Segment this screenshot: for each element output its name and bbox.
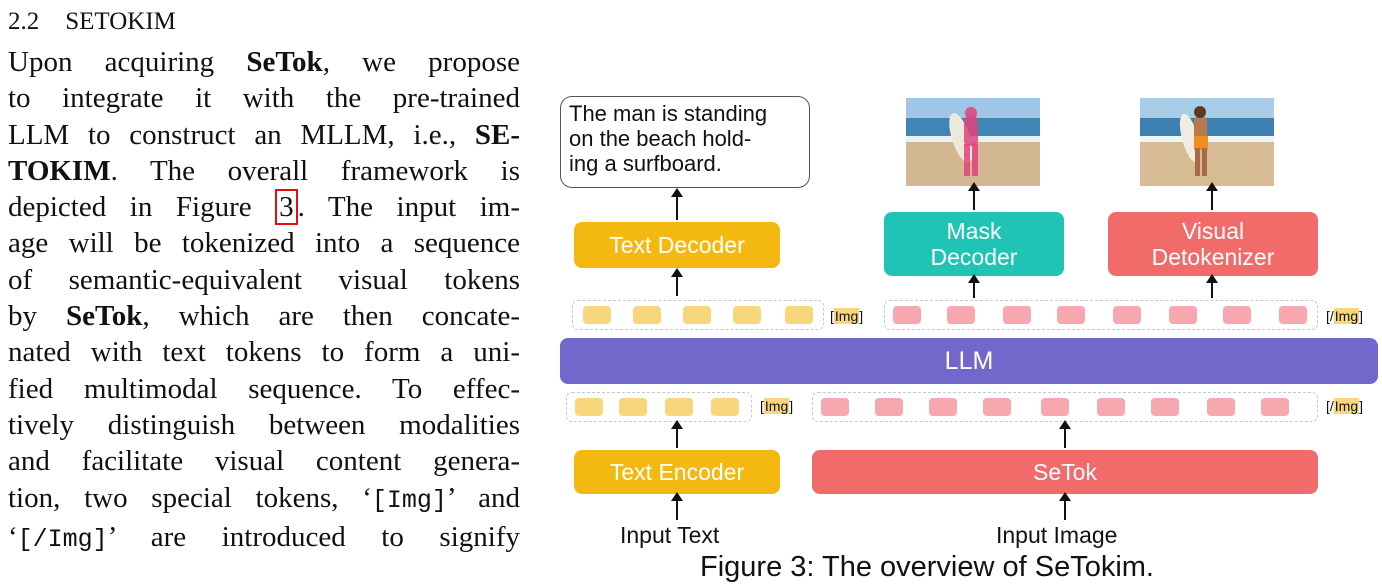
arrow-up-icon <box>671 268 683 296</box>
visual-token <box>1169 306 1197 324</box>
visual-token <box>1207 398 1235 416</box>
arrow-up-icon <box>1206 274 1218 298</box>
beach-photo-mask <box>906 98 1040 186</box>
arrow-up-icon <box>671 492 683 520</box>
visual-token <box>1097 398 1125 416</box>
text-token <box>619 398 647 416</box>
body-paragraph: Upon acquiring SeTok, we propose to inte… <box>8 46 521 554</box>
visual-token <box>893 306 921 324</box>
beach-photo-detokenized <box>1140 98 1274 186</box>
text-token <box>583 306 611 324</box>
visual-token <box>983 398 1011 416</box>
visual-token <box>875 398 903 416</box>
section-number: 2.2 <box>8 8 40 35</box>
input-visual-tokens <box>812 392 1318 422</box>
input-text-label: Input Text <box>620 522 720 548</box>
visual-token <box>1223 306 1251 324</box>
output-text-box: The man is standing on the beach hold- i… <box>560 96 810 188</box>
visual-token <box>1003 306 1031 324</box>
arrow-up-icon <box>1206 182 1218 210</box>
arrow-up-icon <box>671 188 683 220</box>
visual-token <box>1151 398 1179 416</box>
visual-token <box>1113 306 1141 324</box>
text-token <box>711 398 739 416</box>
visual-token <box>821 398 849 416</box>
arrow-up-icon <box>1059 492 1071 520</box>
setok-term: SeTok <box>246 46 323 78</box>
text-token <box>665 398 693 416</box>
visual-token <box>1057 306 1085 324</box>
arrow-up-icon <box>671 420 683 448</box>
img-open-tag-lower: [Img] <box>760 398 794 414</box>
llm-block: LLM <box>560 338 1378 384</box>
figure-reference-link[interactable]: 3 <box>275 189 298 226</box>
section-heading: 2.2 SETOKIM <box>8 6 176 38</box>
input-text-tokens <box>566 392 752 422</box>
arrow-up-icon <box>1059 420 1071 448</box>
visual-detokenizer-block: Visual Detokenizer <box>1108 212 1318 276</box>
visual-token <box>1279 306 1307 324</box>
arrow-up-icon <box>968 274 980 298</box>
text-token <box>785 306 813 324</box>
text-token <box>575 398 603 416</box>
setok-block: SeTok <box>812 450 1318 494</box>
text-encoder-block: Text Encoder <box>574 450 780 494</box>
mask-decoder-block: Mask Decoder <box>884 212 1064 276</box>
img-open-tag-upper: [Img] <box>830 308 864 324</box>
text-token <box>633 306 661 324</box>
input-image-label: Input Image <box>996 522 1118 548</box>
img-close-tag-lower: [/Img] <box>1326 398 1364 414</box>
arrow-up-icon <box>968 182 980 210</box>
visual-token <box>1041 398 1069 416</box>
text-token <box>733 306 761 324</box>
img-close-tag-upper: [/Img] <box>1326 308 1364 324</box>
figure-caption: Figure 3: The overview of SeTokim. <box>700 551 1154 583</box>
visual-token <box>947 306 975 324</box>
output-visual-tokens <box>884 300 1318 330</box>
visual-token <box>1261 398 1289 416</box>
visual-token <box>929 398 957 416</box>
text-token <box>683 306 711 324</box>
text-decoder-block: Text Decoder <box>574 222 780 268</box>
output-text-tokens <box>572 300 824 330</box>
section-title: SETOKIM <box>65 8 176 35</box>
